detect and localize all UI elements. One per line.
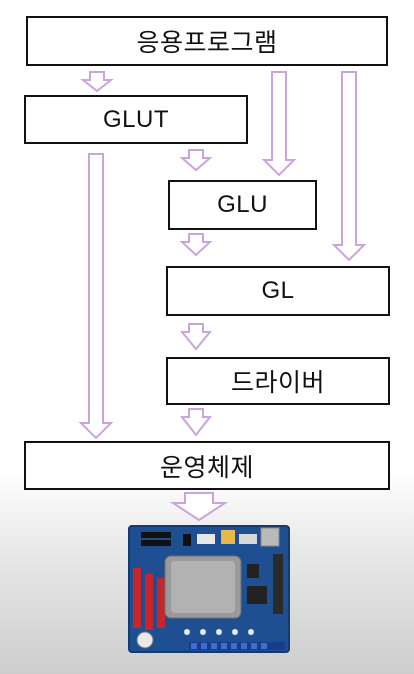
hardware-board-image bbox=[128, 525, 290, 653]
arrow-glut-to-os bbox=[78, 153, 114, 440]
arrow-glu-to-gl bbox=[179, 233, 213, 257]
application-label: 응용프로그램 bbox=[136, 28, 278, 57]
arrow-os-to-hardware bbox=[169, 492, 229, 522]
arrow-driver-to-os bbox=[179, 408, 213, 437]
glut-label: GLUT bbox=[102, 105, 169, 133]
arrow-glut-to-glu bbox=[179, 149, 213, 172]
driver-box: 드라이버 bbox=[166, 357, 390, 405]
arrow-app-to-glu bbox=[261, 71, 297, 177]
glut-box: GLUT bbox=[24, 95, 248, 144]
application-box: 응용프로그램 bbox=[26, 16, 388, 66]
glu-box: GLU bbox=[168, 180, 317, 230]
arrow-gl-to-driver bbox=[179, 323, 213, 351]
gl-label: GL bbox=[261, 277, 295, 304]
os-label: 운영체제 bbox=[159, 452, 254, 482]
os-box: 운영체제 bbox=[24, 441, 390, 490]
driver-label: 드라이버 bbox=[230, 368, 325, 397]
glu-label: GLU bbox=[217, 191, 268, 218]
arrow-app-to-gl bbox=[331, 71, 367, 262]
gl-box: GL bbox=[166, 266, 390, 316]
arrow-app-to-glut bbox=[80, 71, 114, 93]
